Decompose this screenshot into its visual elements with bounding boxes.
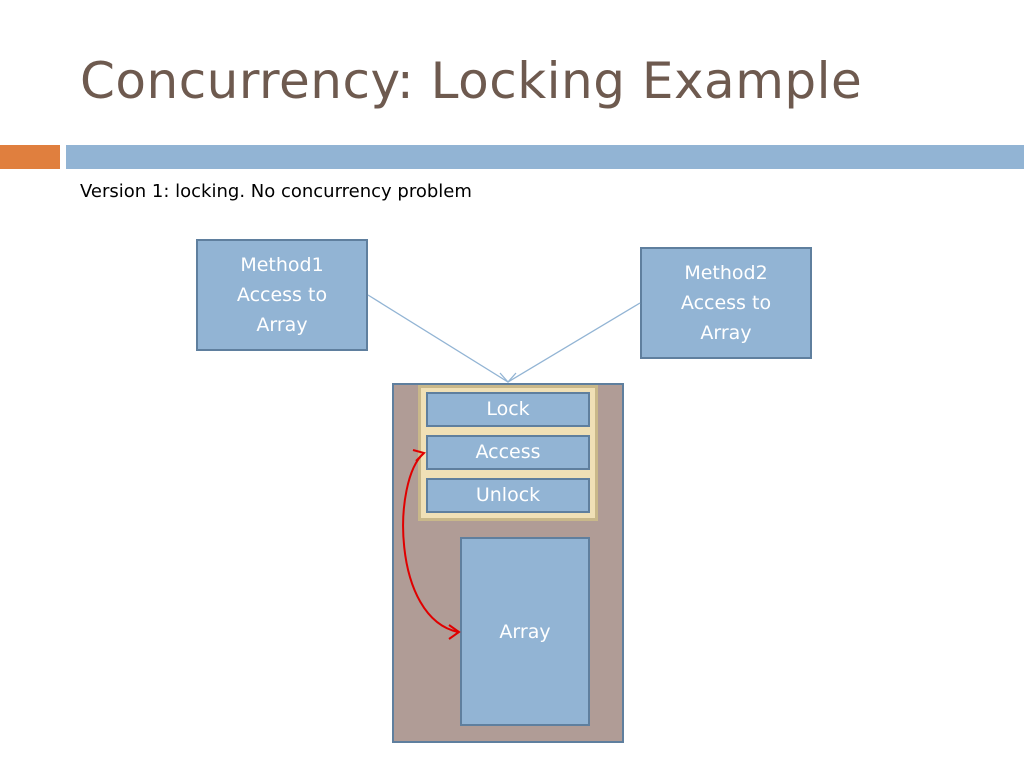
slide-title: Concurrency: Locking Example: [80, 52, 863, 110]
connector-arrowhead: [499, 372, 517, 383]
method1-label-access: Access to: [236, 284, 328, 306]
method1-label-name: Method1: [240, 254, 324, 276]
method2-label-target: Array: [700, 322, 752, 344]
unlock-step-label: Unlock: [475, 484, 541, 506]
slide-subtitle: Version 1: locking. No concurrency probl…: [80, 181, 472, 202]
method1-box: Method1 Access to Array: [196, 239, 368, 351]
method2-label-name: Method2: [684, 262, 768, 284]
method1-connector: [367, 294, 509, 383]
array-label: Array: [499, 620, 551, 643]
lock-step-box: Lock: [426, 392, 590, 427]
unlock-step-box: Unlock: [426, 478, 590, 513]
lock-step-label: Lock: [486, 398, 530, 420]
array-box: Array: [460, 537, 590, 726]
access-step-label: Access: [475, 441, 541, 463]
header-bar: [66, 145, 1024, 169]
method2-box: Method2 Access to Array: [640, 247, 812, 359]
method1-label-target: Array: [256, 314, 308, 336]
access-step-box: Access: [426, 435, 590, 470]
method2-label-access: Access to: [680, 292, 772, 314]
method2-connector: [507, 302, 641, 383]
accent-bar: [0, 145, 60, 169]
